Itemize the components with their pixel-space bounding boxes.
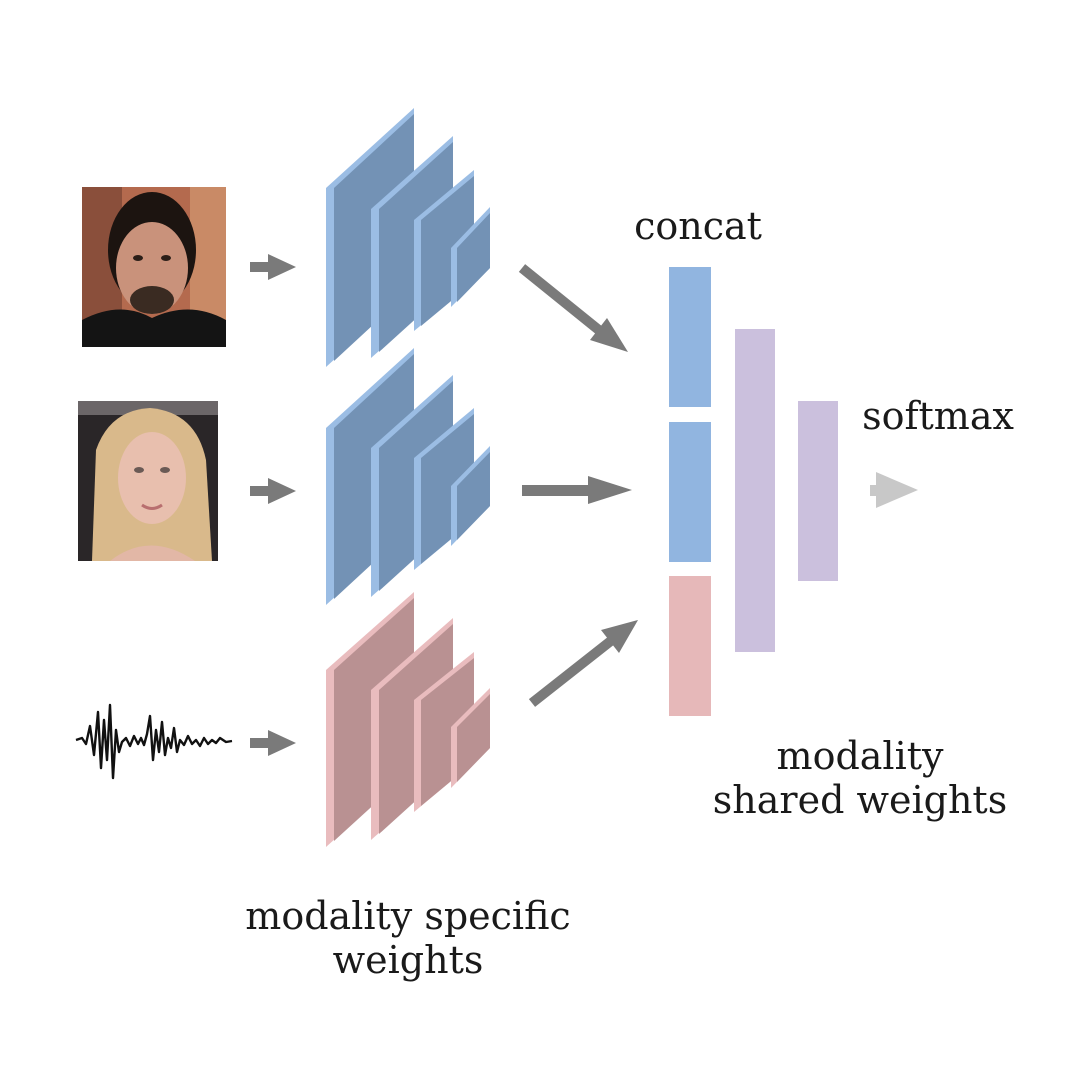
input-arrow-1 [250, 254, 296, 280]
input-arrow-3 [250, 730, 296, 756]
layer-side [457, 694, 490, 782]
specific-weights-line-1: modality specific [245, 894, 571, 938]
layer-side [457, 452, 490, 540]
layer-side [457, 213, 490, 302]
input-arrow-2 [250, 478, 296, 504]
woman-face-photo-icon [78, 401, 218, 561]
man-face-photo-icon [82, 187, 226, 347]
shared-layer-2 [798, 401, 838, 581]
concat-label: concat [634, 204, 762, 248]
concat-block-face-2 [669, 422, 711, 562]
cnn-stack-face-1 [326, 108, 490, 367]
shared-weights-label: modality shared weights [700, 734, 1020, 822]
specific-weights-line-2: weights [332, 937, 484, 982]
arrow-to-concat-1 [518, 264, 628, 352]
cnn-stack-audio [326, 592, 490, 847]
shared-weights-line-1: modality [776, 734, 944, 778]
softmax-label: softmax [862, 394, 1014, 438]
arrow-to-concat-3 [528, 620, 638, 707]
cnn-stack-face-2 [326, 348, 490, 605]
specific-weights-label: modality specific weights [218, 894, 598, 982]
shared-layer-1 [735, 329, 775, 652]
concat-block-audio [669, 576, 711, 716]
shared-weights-line-2: shared weights [712, 777, 1008, 822]
audio-waveform-icon [75, 703, 233, 780]
arrow-to-concat-2 [522, 476, 632, 504]
softmax-output-arrow [870, 472, 918, 508]
concat-block-face-1 [669, 267, 711, 407]
